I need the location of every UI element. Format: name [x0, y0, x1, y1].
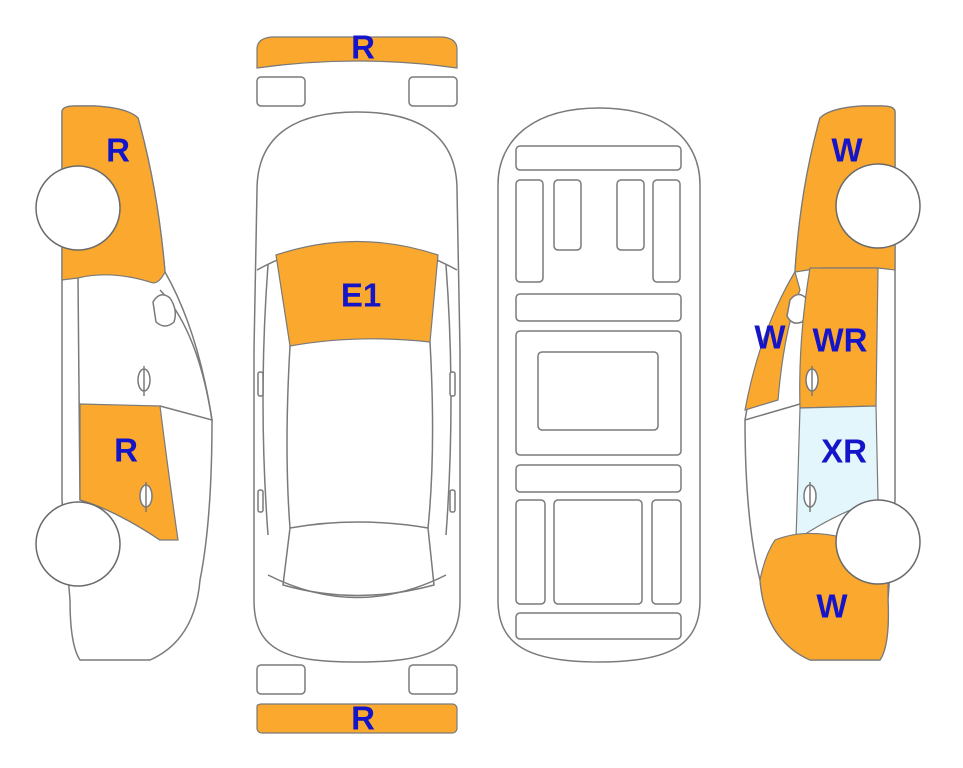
rear-taillight-left [256, 664, 306, 695]
right-rear-wheel [835, 499, 921, 585]
rear-taillight-right [408, 664, 458, 695]
windshield-label: E1 [341, 277, 381, 314]
left-door-handle-rear [139, 482, 153, 512]
right-window-line [744, 403, 801, 421]
right-front-label: W [831, 132, 863, 169]
left-front-label: R [106, 132, 130, 169]
right-door-handle [449, 489, 456, 513]
right-mirror [449, 371, 456, 397]
top-right-pillar [445, 264, 452, 536]
left-mirror [152, 294, 177, 327]
dashboard [515, 145, 682, 171]
top-roof-right-line [427, 341, 434, 529]
left-rear-wheel [35, 501, 121, 587]
top-roof-left-line [286, 345, 291, 529]
right-rear-door-label: XR [821, 433, 867, 470]
left-door-handle-front [137, 366, 151, 396]
front-divider [515, 293, 682, 322]
left-side-view: R R [35, 105, 213, 661]
front-headlight-left [256, 76, 306, 107]
right-front-wheel [835, 163, 921, 249]
right-door-handle-rear [803, 482, 817, 512]
right-window-label: W [754, 319, 786, 356]
front-right-seat-side [652, 179, 681, 283]
rear-bumper-label: R [351, 700, 375, 737]
rear-right-seat [651, 499, 682, 605]
front-headlight-right [408, 76, 458, 107]
windshield-panel[interactable] [275, 240, 439, 347]
center-console-inner [537, 351, 659, 431]
left-door-handle [257, 489, 264, 513]
rear-bumper-panel[interactable] [256, 703, 458, 734]
rear-divider [515, 464, 682, 493]
top-body [253, 111, 461, 663]
left-rear-door-panel[interactable] [79, 403, 179, 541]
right-rear-label: W [816, 588, 848, 625]
front-bumper-view: R [256, 29, 458, 107]
left-rear-door-label: R [114, 432, 138, 469]
rear-shelf [515, 612, 682, 640]
right-door-handle-front [805, 366, 819, 396]
top-view: E1 [253, 111, 461, 663]
front-bumper-label: R [351, 29, 375, 66]
left-mirror [257, 371, 264, 397]
front-left-seat [553, 179, 582, 251]
interior-view [497, 107, 701, 663]
rear-left-seat [515, 499, 546, 605]
front-bumper-panel[interactable] [256, 36, 458, 69]
top-left-pillar [262, 264, 269, 536]
rear-center-seat [553, 499, 643, 605]
top-trunk-line [267, 574, 447, 599]
front-left-seat-side [515, 179, 544, 283]
front-right-seat [616, 179, 645, 251]
left-front-wheel [35, 165, 121, 251]
right-front-door-label: WR [813, 322, 868, 359]
right-side-view: W W WR XR W [744, 105, 921, 661]
rear-bumper-view: R [256, 664, 458, 737]
